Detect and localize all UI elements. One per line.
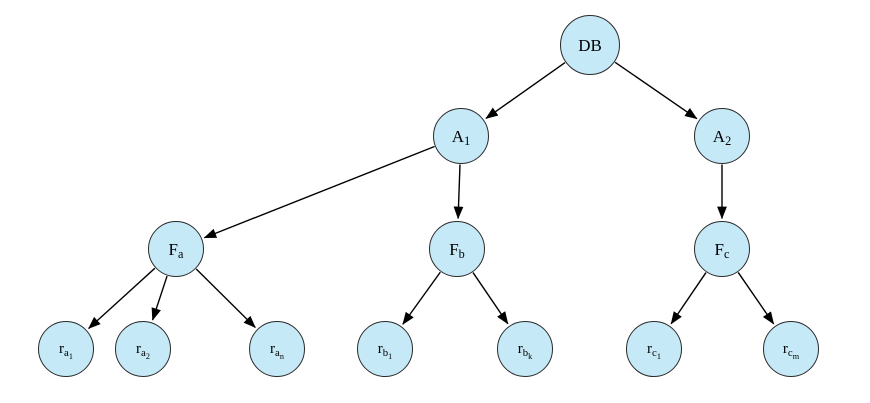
label-subscript-text: c (724, 247, 730, 262)
node-ra1[interactable]: ra1 (38, 321, 94, 377)
edge-Fb-to-rbk (472, 272, 509, 325)
node-ra2[interactable]: ra2 (115, 321, 171, 377)
edge-Fb-to-rb1 (402, 271, 441, 325)
label-base: F (168, 239, 179, 259)
node-rcm[interactable]: rcm (763, 321, 819, 377)
label-base: r (647, 340, 653, 357)
node-label-rc1: rc1 (647, 340, 661, 361)
label-subscript-text: b (458, 247, 465, 262)
edge-DB-to-A1 (485, 62, 566, 119)
label-subscript: bk (522, 346, 533, 361)
label-subscript-text: c (652, 346, 657, 359)
edge-A1-to-Fa (203, 145, 435, 239)
label-subscript-text: b (522, 346, 529, 359)
label-base: r (782, 340, 788, 357)
label-sub-subscript: 1 (656, 351, 661, 361)
label-sub-subscript: 2 (145, 351, 150, 361)
label-subscript-text: b (382, 346, 389, 359)
label-base: A (712, 126, 726, 146)
label-base: DB (578, 35, 602, 55)
label-subscript: b1 (382, 346, 393, 361)
label-subscript-text: a (178, 247, 184, 262)
node-Fb[interactable]: Fb (429, 221, 485, 277)
edge-Fc-to-rc1 (670, 272, 707, 325)
label-base: F (714, 239, 725, 259)
edge-A1-to-Fb (453, 164, 464, 220)
node-label-rb1: rb1 (377, 340, 393, 361)
node-DB[interactable]: DB (560, 15, 620, 75)
node-label-Fa: Fa (168, 239, 184, 261)
label-sub-subscript: 1 (388, 351, 393, 361)
label-subscript: 1 (464, 134, 470, 148)
node-Fc[interactable]: Fc (694, 221, 750, 277)
edge-Fa-to-ra2 (151, 275, 168, 321)
label-subscript: an (275, 346, 284, 361)
label-subscript-text: 2 (725, 134, 732, 149)
edges-group (88, 61, 775, 329)
node-label-A2: A2 (712, 126, 731, 148)
label-subscript-text: 1 (464, 134, 471, 149)
node-label-DB: DB (578, 37, 602, 54)
label-subscript: cm (787, 346, 800, 361)
node-label-rbk: rbk (517, 340, 533, 361)
node-label-Fc: Fc (714, 239, 730, 261)
label-base: r (517, 340, 523, 357)
node-A2[interactable]: A2 (694, 108, 750, 164)
node-label-ra1: ra1 (59, 340, 73, 361)
label-subscript: a2 (141, 346, 150, 361)
label-base: F (449, 239, 459, 259)
node-label-rcm: rcm (782, 340, 800, 361)
label-base: r (270, 340, 276, 357)
label-subscript: c1 (652, 346, 661, 361)
edge-Fa-to-ra1 (88, 267, 156, 329)
label-subscript-text: a (275, 346, 280, 359)
node-label-Fb: Fb (449, 239, 465, 261)
label-sub-subscript: m (792, 351, 800, 361)
node-label-A1: A1 (451, 126, 470, 148)
label-sub-subscript: 1 (68, 351, 73, 361)
label-base: A (451, 126, 465, 146)
label-subscript: 2 (725, 134, 731, 148)
label-base: r (377, 340, 383, 357)
label-subscript: b (459, 247, 465, 261)
node-rbk[interactable]: rbk (497, 321, 553, 377)
node-ran[interactable]: ran (249, 321, 305, 377)
label-base: r (59, 340, 65, 357)
edge-DB-to-A2 (614, 61, 698, 120)
label-subscript: a1 (64, 346, 73, 361)
node-label-ra2: ra2 (136, 340, 150, 361)
label-subscript: c (724, 247, 729, 261)
node-rb1[interactable]: rb1 (357, 321, 413, 377)
node-label-ran: ran (270, 340, 284, 361)
edge-Fa-to-ran (195, 268, 256, 329)
node-A1[interactable]: A1 (433, 108, 489, 164)
label-sub-subscript: k (528, 351, 533, 361)
label-subscript: a (178, 247, 183, 261)
label-sub-subscript: n (279, 351, 284, 361)
node-Fa[interactable]: Fa (148, 221, 204, 277)
label-subscript-text: c (787, 346, 793, 359)
label-subscript-text: a (64, 346, 69, 359)
edge-Fc-to-rcm (737, 272, 775, 325)
node-rc1[interactable]: rc1 (626, 321, 682, 377)
label-subscript-text: a (141, 346, 146, 359)
label-base: r (136, 340, 142, 357)
